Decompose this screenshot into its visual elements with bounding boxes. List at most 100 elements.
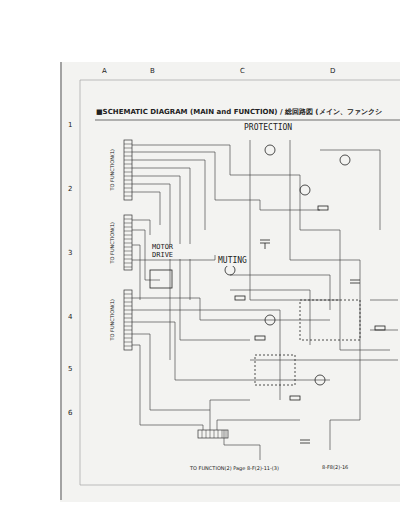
pin bbox=[124, 144, 132, 145]
wire bbox=[250, 360, 398, 361]
components bbox=[150, 145, 385, 443]
wire bbox=[250, 140, 340, 300]
pin bbox=[124, 172, 132, 173]
column-letter: C bbox=[240, 68, 245, 76]
pin bbox=[124, 239, 132, 240]
pin bbox=[124, 326, 132, 327]
wire bbox=[132, 220, 150, 235]
pin bbox=[218, 430, 219, 438]
column-letter: D bbox=[330, 68, 335, 76]
pin bbox=[124, 302, 132, 303]
pin bbox=[124, 168, 132, 169]
column-letter: B bbox=[150, 68, 155, 76]
wire bbox=[224, 430, 260, 460]
pin bbox=[124, 334, 132, 335]
transistor-symbol bbox=[315, 375, 325, 385]
grid-border bbox=[80, 80, 81, 485]
connector bbox=[198, 430, 228, 438]
wire bbox=[132, 310, 280, 400]
capacitor-symbol bbox=[300, 440, 310, 443]
row-number: 4 bbox=[68, 314, 72, 322]
column-letter: A bbox=[102, 68, 107, 76]
grid-border bbox=[80, 485, 400, 486]
paper-sheet bbox=[60, 62, 400, 502]
connector-label: TO FUNCTION(2) Page 8-F(2)-11-(3) bbox=[190, 466, 279, 472]
pin bbox=[124, 306, 132, 307]
pin bbox=[214, 430, 215, 438]
connector-label: TO FUNCTION(1) bbox=[110, 222, 116, 264]
pin bbox=[210, 430, 211, 438]
block-outline bbox=[300, 300, 360, 340]
pin bbox=[124, 255, 132, 256]
pin bbox=[124, 219, 132, 220]
row-number: 2 bbox=[68, 186, 72, 194]
grid-border bbox=[80, 80, 400, 81]
transistor-symbol bbox=[225, 265, 235, 275]
pin bbox=[124, 263, 132, 264]
pin bbox=[124, 251, 132, 252]
pin bbox=[202, 430, 203, 438]
wire bbox=[132, 160, 205, 230]
diagram-title: ■SCHEMATIC DIAGRAM (MAIN and FUNCTION) /… bbox=[96, 109, 382, 117]
row-number: 5 bbox=[68, 366, 72, 374]
wire bbox=[132, 184, 170, 360]
wire bbox=[132, 176, 250, 340]
section-label: MOTOR DRIVE bbox=[152, 244, 192, 259]
wire bbox=[340, 230, 390, 350]
pin bbox=[124, 148, 132, 149]
wire bbox=[330, 260, 360, 450]
connector-pins bbox=[124, 144, 226, 438]
pin bbox=[124, 176, 132, 177]
wire bbox=[300, 175, 340, 230]
capacitor-symbol bbox=[260, 240, 270, 249]
wires bbox=[132, 140, 398, 460]
pin bbox=[124, 346, 132, 347]
capacitor-symbol bbox=[350, 280, 360, 283]
pin bbox=[124, 243, 132, 244]
pin bbox=[124, 330, 132, 331]
ic-symbol bbox=[150, 270, 172, 288]
pin bbox=[124, 247, 132, 248]
pin bbox=[124, 227, 132, 228]
wire bbox=[320, 150, 380, 230]
connector-blocks bbox=[124, 140, 228, 438]
transistor-symbol bbox=[265, 145, 275, 155]
transistor-symbol bbox=[265, 315, 275, 325]
pin bbox=[124, 160, 132, 161]
pin bbox=[124, 235, 132, 236]
resistor-symbol bbox=[255, 336, 265, 340]
pin bbox=[124, 342, 132, 343]
connector-label: TO FUNCTION(1) bbox=[110, 149, 116, 191]
page-number: 8-F8(2)-16 bbox=[322, 465, 348, 471]
connector bbox=[124, 290, 132, 350]
section-label: PROTECTION bbox=[244, 124, 292, 133]
pin bbox=[124, 164, 132, 165]
title-rule bbox=[95, 120, 400, 121]
pin bbox=[222, 430, 223, 438]
wire bbox=[132, 245, 140, 300]
block-outline bbox=[255, 355, 295, 385]
resistor-symbol bbox=[318, 206, 328, 210]
pin bbox=[124, 180, 132, 181]
pin bbox=[124, 314, 132, 315]
wire bbox=[260, 200, 320, 210]
pin bbox=[124, 188, 132, 189]
pin bbox=[124, 294, 132, 295]
pin bbox=[124, 152, 132, 153]
connector bbox=[124, 140, 132, 200]
row-number: 6 bbox=[68, 410, 72, 418]
row-number: 3 bbox=[68, 250, 72, 258]
pin bbox=[124, 192, 132, 193]
pin bbox=[124, 310, 132, 311]
wire bbox=[132, 168, 190, 300]
row-number: 1 bbox=[68, 122, 72, 130]
wire bbox=[132, 334, 210, 410]
pin bbox=[124, 322, 132, 323]
wire bbox=[230, 275, 330, 310]
section-label: MUTING bbox=[218, 257, 247, 266]
wire bbox=[290, 140, 360, 260]
transistor-symbol bbox=[300, 185, 310, 195]
connector bbox=[124, 215, 132, 270]
